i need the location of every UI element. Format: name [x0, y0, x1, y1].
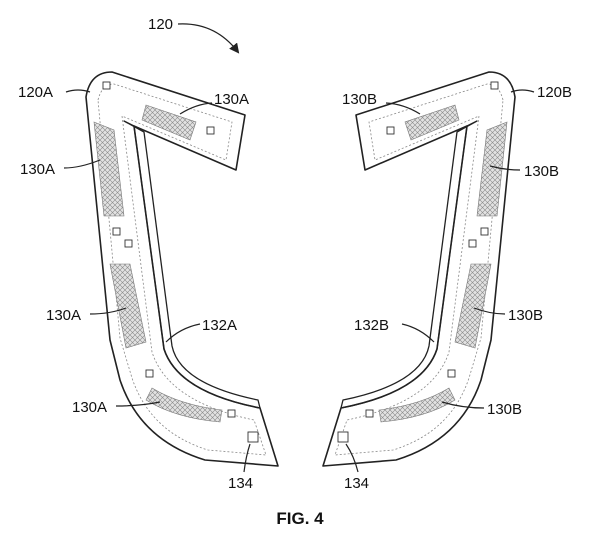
left-clip-square	[145, 369, 154, 378]
figure-caption: FIG. 4	[276, 509, 324, 528]
right-clip-square	[490, 81, 499, 90]
leader-130A-lower	[89, 307, 127, 315]
label-134-left: 134	[228, 475, 253, 492]
leader-130B-upper	[489, 165, 521, 171]
right-clip-square	[468, 239, 477, 248]
left-pad-lower-side	[109, 263, 147, 349]
left-clip-square	[102, 81, 111, 90]
leader-132B	[401, 323, 435, 343]
left-pad-bottom	[145, 387, 223, 423]
leader-120A	[65, 89, 91, 93]
label-120: 120	[148, 16, 173, 33]
leader-120B	[510, 89, 535, 93]
right-pad-top	[404, 104, 460, 141]
left-inner-edge-132A	[123, 120, 261, 409]
label-130B-bottom: 130B	[487, 401, 522, 418]
right-clip-square	[386, 126, 395, 135]
leader-130B-lower	[473, 307, 506, 315]
left-pad-upper-side	[93, 121, 125, 217]
right-clip-square	[447, 369, 456, 378]
label-120A: 120A	[18, 84, 53, 101]
right-clip-square	[480, 227, 489, 236]
left-pad-top	[141, 104, 197, 141]
label-132A: 132A	[202, 317, 237, 334]
right-inner-edge-132B	[340, 120, 478, 409]
right-bezel-120B	[322, 71, 516, 467]
leader-132A	[165, 323, 201, 343]
left-clip-square	[227, 409, 236, 418]
label-134-right: 134	[344, 475, 369, 492]
label-130A-upper: 130A	[20, 161, 55, 178]
left-bezel-120A	[85, 71, 279, 467]
right-pad-bottom	[378, 387, 456, 423]
right-pad-lower-side	[454, 263, 492, 349]
label-130A-bottom: 130A	[72, 399, 107, 416]
leader-130A-bottom	[115, 401, 161, 407]
leader-134-left	[243, 443, 251, 473]
leader-134-right	[345, 443, 359, 473]
label-130B-lower: 130B	[508, 307, 543, 324]
left-fastener-134	[247, 431, 259, 443]
leader-130B-bottom	[441, 401, 485, 409]
label-132B: 132B	[354, 317, 389, 334]
assembly-arrow	[177, 23, 240, 54]
leader-130A-top	[179, 102, 213, 115]
leader-lines	[63, 23, 535, 473]
reference-labels: 120 120A 130A 130A 130A 132A 130A 134 12…	[18, 16, 572, 528]
leader-130B-top	[385, 102, 421, 115]
label-120B: 120B	[537, 84, 572, 101]
label-130B-top: 130B	[342, 91, 377, 108]
label-130A-lower: 130A	[46, 307, 81, 324]
left-clip-square	[206, 126, 215, 135]
label-130B-upper: 130B	[524, 163, 559, 180]
left-clip-square	[124, 239, 133, 248]
leader-130A-upper	[63, 159, 101, 169]
right-fastener-134	[337, 431, 349, 443]
label-130A-top: 130A	[214, 91, 249, 108]
right-clip-square	[365, 409, 374, 418]
right-pad-upper-side	[476, 121, 508, 217]
left-clip-square	[112, 227, 121, 236]
